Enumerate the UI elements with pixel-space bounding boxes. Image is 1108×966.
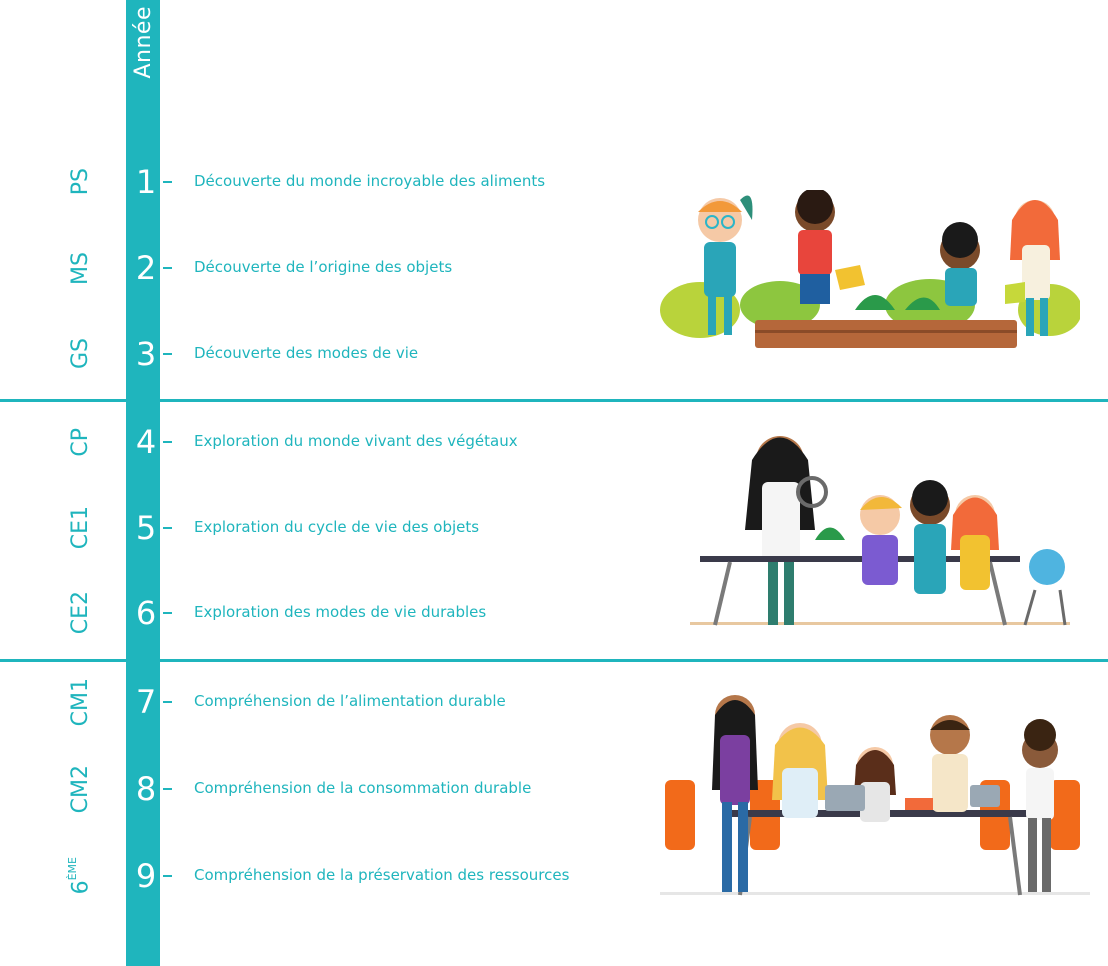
year-number: 7 bbox=[135, 683, 157, 721]
program-row-9: 6ÈME 9 Compréhension de la préservation … bbox=[0, 846, 640, 906]
children-science-lab-illustration bbox=[690, 436, 1070, 626]
program-title: Compréhension de la préservation des res… bbox=[194, 866, 570, 884]
children-gardening-illustration bbox=[660, 190, 1080, 348]
grade-label: CM1 bbox=[67, 677, 93, 727]
cycle-divider-1 bbox=[0, 399, 1108, 402]
grade-label: CE1 bbox=[67, 506, 93, 550]
cycle-divider-2 bbox=[0, 659, 1108, 662]
year-number: 3 bbox=[135, 335, 157, 373]
program-row-6: CE2 6 Exploration des modes de vie durab… bbox=[0, 583, 640, 643]
grade-label: 6ÈME bbox=[66, 857, 94, 895]
tick-mark bbox=[163, 267, 172, 269]
program-row-1: PS 1 Découverte du monde incroyable des … bbox=[0, 152, 640, 212]
tick-mark bbox=[163, 788, 172, 790]
timeline-bar bbox=[126, 0, 160, 966]
grade-label: MS bbox=[67, 251, 93, 285]
program-row-3: GS 3 Découverte des modes de vie bbox=[0, 324, 640, 384]
program-title: Exploration du monde vivant des végétaux bbox=[194, 432, 518, 450]
program-title: Découverte du monde incroyable des alime… bbox=[194, 172, 546, 190]
program-title: Découverte de l’origine des objets bbox=[194, 258, 453, 276]
year-header: Année bbox=[126, 0, 160, 96]
year-number: 9 bbox=[135, 857, 157, 895]
tick-mark bbox=[163, 353, 172, 355]
grade-label: GS bbox=[67, 338, 93, 370]
program-row-8: CM2 8 Compréhension de la consommation d… bbox=[0, 759, 640, 819]
program-title: Découverte des modes de vie bbox=[194, 344, 419, 362]
grade-label: CP bbox=[67, 427, 93, 457]
program-row-5: CE1 5 Exploration du cycle de vie des ob… bbox=[0, 498, 640, 558]
program-row-7: CM1 7 Compréhension de l’alimentation du… bbox=[0, 672, 640, 732]
grade-label: CM2 bbox=[67, 764, 93, 814]
year-number: 6 bbox=[135, 594, 157, 632]
program-row-2: MS 2 Découverte de l’origine des objets bbox=[0, 238, 640, 298]
grade-label: CE2 bbox=[67, 591, 93, 635]
program-row-4: CP 4 Exploration du monde vivant des vég… bbox=[0, 412, 640, 472]
program-title: Compréhension de l’alimentation durable bbox=[194, 692, 506, 710]
year-number: 5 bbox=[135, 509, 157, 547]
tick-mark bbox=[163, 875, 172, 877]
tick-mark bbox=[163, 527, 172, 529]
year-header-label: Année bbox=[130, 6, 156, 79]
tick-mark bbox=[163, 441, 172, 443]
year-number: 8 bbox=[135, 770, 157, 808]
program-title: Compréhension de la consommation durable bbox=[194, 779, 532, 797]
year-number: 2 bbox=[135, 249, 157, 287]
program-title: Exploration du cycle de vie des objets bbox=[194, 518, 480, 536]
year-number: 1 bbox=[135, 163, 157, 201]
tick-mark bbox=[163, 612, 172, 614]
tick-mark bbox=[163, 701, 172, 703]
year-number: 4 bbox=[135, 423, 157, 461]
grade-label: PS bbox=[67, 168, 93, 196]
tick-mark bbox=[163, 181, 172, 183]
program-title: Exploration des modes de vie durables bbox=[194, 603, 487, 621]
students-group-work-illustration bbox=[660, 695, 1090, 896]
